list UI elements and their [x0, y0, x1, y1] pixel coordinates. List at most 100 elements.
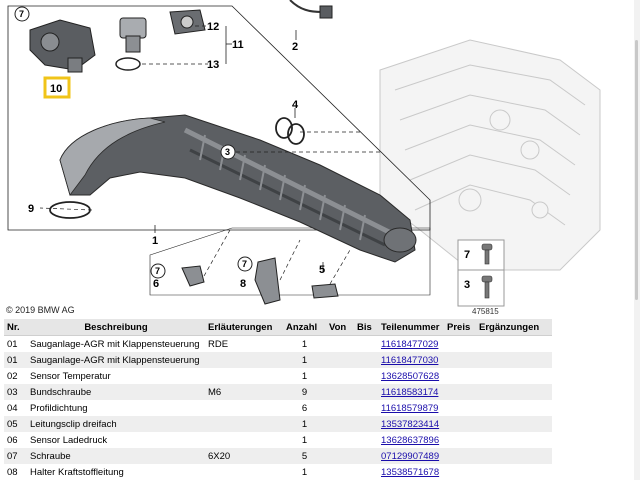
cell-notes: [205, 432, 283, 448]
cell-nr: 08: [4, 464, 27, 480]
cell-to: [354, 384, 378, 400]
vertical-scrollbar[interactable]: [634, 0, 640, 480]
cell-description: Sensor Temperatur: [27, 368, 205, 384]
cell-nr: 01: [4, 352, 27, 368]
cell-from: [326, 335, 354, 352]
callout-9: 9: [28, 203, 34, 215]
cell-quantity: 1: [283, 416, 326, 432]
cell-to: [354, 464, 378, 480]
part-number-link[interactable]: 13628507628: [381, 370, 440, 382]
cell-price: [444, 432, 476, 448]
callout-11: 11: [232, 39, 244, 51]
cell-from: [326, 384, 354, 400]
table-row: 06 Sensor Ladedruck 1 13628637896: [4, 432, 552, 448]
leader-lines: [39, 25, 380, 285]
table-row: 01 Sauganlage-AGR mit Klappensteuerung 1…: [4, 352, 552, 368]
cell-to: [354, 448, 378, 464]
circled-callouts: 7 3 7 7: [14, 6, 253, 279]
cell-notes: RDE: [205, 335, 283, 352]
callout-labels: 12 11 13 2 4 9 1 6 8 5: [28, 21, 325, 290]
profile-seal-4: [275, 117, 305, 145]
cell-price: [444, 384, 476, 400]
cell-quantity: 6: [283, 400, 326, 416]
part-number-link[interactable]: 13628637896: [381, 434, 440, 446]
cell-from: [326, 448, 354, 464]
table-row: 08 Halter Kraftstoffleitung 1 1353857167…: [4, 464, 552, 480]
header-to: Bis: [354, 319, 378, 336]
cell-supplements: [476, 464, 552, 480]
cell-part-number: 13628507628: [378, 368, 444, 384]
cell-supplements: [476, 335, 552, 352]
header-part-number: Teilenummer: [378, 319, 444, 336]
table-header-row: Nr. Beschreibung Erläuterungen Anzahl Vo…: [4, 319, 552, 336]
cell-nr: 06: [4, 432, 27, 448]
cell-notes: [205, 352, 283, 368]
cell-price: [444, 464, 476, 480]
cell-quantity: 1: [283, 464, 326, 480]
cell-from: [326, 464, 354, 480]
header-notes: Erläuterungen: [205, 319, 283, 336]
cell-quantity: 5: [283, 448, 326, 464]
part-number-link[interactable]: 11618579879: [381, 402, 439, 414]
cell-price: [444, 352, 476, 368]
cell-supplements: [476, 448, 552, 464]
cell-nr: 05: [4, 416, 27, 432]
copyright-text: © 2019 BMW AG: [6, 305, 75, 315]
part-number-link[interactable]: 13537823414: [381, 418, 440, 430]
callout-4: 4: [292, 99, 299, 111]
cell-part-number: 11618477030: [378, 352, 444, 368]
cell-part-number: 13538571678: [378, 464, 444, 480]
table-row: 05 Leitungsclip dreifach 1 13537823414: [4, 416, 552, 432]
header-quantity: Anzahl: [283, 319, 326, 336]
cell-part-number: 13628637896: [378, 432, 444, 448]
part-number-link[interactable]: 11618477029: [381, 338, 439, 350]
fuel-line-holder-part: [254, 257, 281, 305]
callout-7-left: 7: [155, 266, 160, 276]
scrollbar-thumb[interactable]: [635, 40, 638, 300]
cell-part-number: 11618579879: [378, 400, 444, 416]
cell-from: [326, 352, 354, 368]
cell-to: [354, 432, 378, 448]
callout-10-highlight: 10: [43, 76, 71, 99]
cell-to: [354, 400, 378, 416]
cell-notes: [205, 464, 283, 480]
header-supplements: Ergänzungen: [476, 319, 552, 336]
cell-to: [354, 352, 378, 368]
pressure-sensor-part: [181, 265, 205, 287]
callout-12: 12: [207, 21, 219, 33]
callout-6: 6: [153, 278, 159, 290]
cell-to: [354, 335, 378, 352]
cell-quantity: 1: [283, 335, 326, 352]
cell-description: Profildichtung: [27, 400, 205, 416]
cell-description: Bundschraube: [27, 384, 205, 400]
part-number-link[interactable]: 13538571678: [381, 466, 440, 478]
cell-description: Halter Kraftstoffleitung: [27, 464, 205, 480]
cell-part-number: 13537823414: [378, 416, 444, 432]
screw-icon: [481, 243, 493, 299]
cell-quantity: 1: [283, 368, 326, 384]
cell-part-number: 07129907489: [378, 448, 444, 464]
cell-notes: [205, 416, 283, 432]
cell-price: [444, 400, 476, 416]
intake-manifold-part: [59, 114, 417, 263]
cell-part-number: 11618583174: [378, 384, 444, 400]
cell-quantity: 1: [283, 352, 326, 368]
cell-from: [326, 432, 354, 448]
cell-description: Sauganlage-AGR mit Klappensteuerung: [27, 352, 205, 368]
table-row: 04 Profildichtung 6 11618579879: [4, 400, 552, 416]
part-number-link[interactable]: 07129907489: [381, 450, 440, 462]
cell-description: Schraube: [27, 448, 205, 464]
part-number-link[interactable]: 11618583174: [381, 386, 439, 398]
temperature-sensor-part: [119, 9, 206, 53]
parts-list-table: Nr. Beschreibung Erläuterungen Anzahl Vo…: [4, 319, 552, 480]
header-from: Von: [326, 319, 354, 336]
part-number-link[interactable]: 11618477030: [381, 354, 439, 366]
callout-1: 1: [152, 235, 158, 247]
cell-supplements: [476, 352, 552, 368]
cell-price: [444, 335, 476, 352]
cell-part-number: 11618477029: [378, 335, 444, 352]
exploded-parts-diagram: 12 11 13 2 4 9 1 6 8 5 7 3 7 7 10: [6, 0, 601, 316]
diagram-id: 475815: [472, 307, 499, 316]
cell-notes: [205, 368, 283, 384]
